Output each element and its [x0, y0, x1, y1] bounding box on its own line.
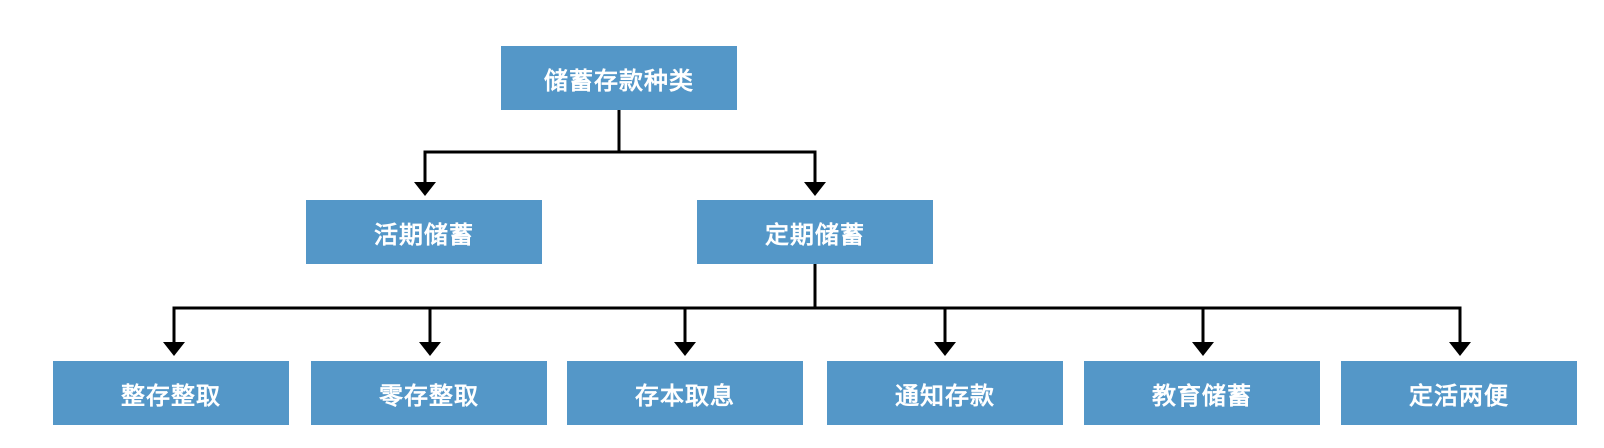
- node-huoqi-chuxu: 活期储蓄: [306, 200, 542, 264]
- node-child-2: 零存整取: [311, 361, 547, 425]
- arrowhead-huoqi: [414, 182, 436, 196]
- node-child-4: 通知存款: [827, 361, 1063, 425]
- arrowhead-child-2: [419, 342, 441, 356]
- node-child-2-label: 零存整取: [379, 381, 479, 410]
- node-child-1-label: 整存整取: [121, 381, 221, 410]
- node-child-4-label: 通知存款: [895, 381, 995, 410]
- node-child-5: 教育储蓄: [1084, 361, 1320, 425]
- arrowhead-child-1: [163, 342, 185, 356]
- arrowhead-child-5: [1192, 342, 1214, 356]
- node-child-6-label: 定活两便: [1409, 381, 1509, 410]
- node-child-1: 整存整取: [53, 361, 289, 425]
- arrowhead-child-6: [1449, 342, 1471, 356]
- node-child-3-label: 存本取息: [635, 381, 735, 410]
- arrowhead-child-4: [934, 342, 956, 356]
- node-root-label: 储蓄存款种类: [544, 66, 694, 95]
- arrowhead-dingqi: [804, 182, 826, 196]
- node-huoqi-chuxu-label: 活期储蓄: [374, 220, 474, 249]
- node-dingqi-chuxu-label: 定期储蓄: [765, 220, 865, 249]
- node-child-3: 存本取息: [567, 361, 803, 425]
- node-child-5-label: 教育储蓄: [1152, 381, 1252, 410]
- arrowhead-child-3: [674, 342, 696, 356]
- node-root: 储蓄存款种类: [501, 46, 737, 110]
- node-child-6: 定活两便: [1341, 361, 1577, 425]
- node-dingqi-chuxu: 定期储蓄: [697, 200, 933, 264]
